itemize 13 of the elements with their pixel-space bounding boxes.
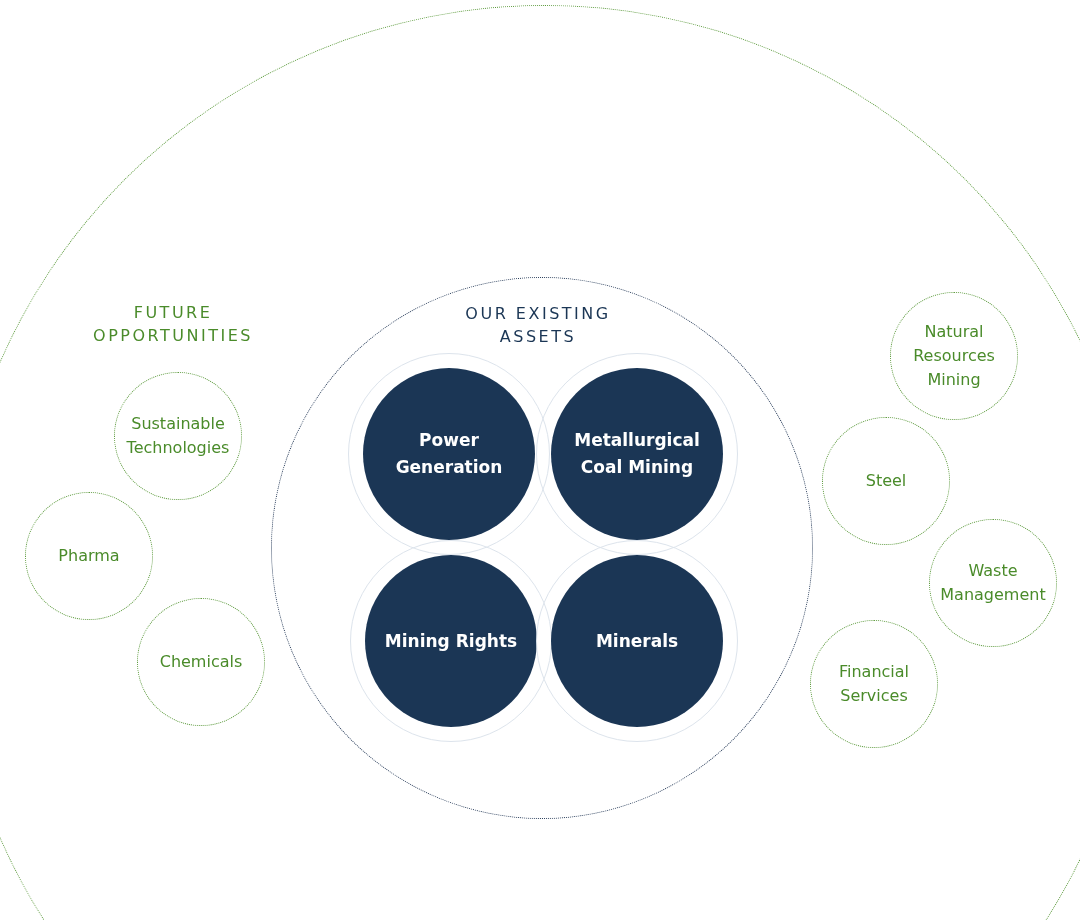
asset-label: Metallurgical Coal Mining: [573, 429, 701, 479]
asset-label: Power Generation: [394, 429, 504, 479]
asset-label: Mining Rights: [383, 629, 519, 653]
opportunity-label: Financial Services: [837, 661, 911, 707]
section-heading: OUR EXISTING ASSETS: [464, 303, 612, 348]
opportunity-label: Steel: [864, 470, 908, 492]
opportunity-label: Chemicals: [158, 651, 244, 673]
asset-label: Minerals: [594, 629, 680, 653]
opportunity-label: Sustainable Technologies: [125, 413, 231, 459]
opportunity-label: Waste Management: [940, 560, 1046, 606]
section-heading: FUTURE OPPORTUNITIES: [92, 302, 254, 347]
opportunity-label: Pharma: [57, 545, 121, 567]
opportunity-label: Natural Resources Mining: [912, 321, 996, 391]
